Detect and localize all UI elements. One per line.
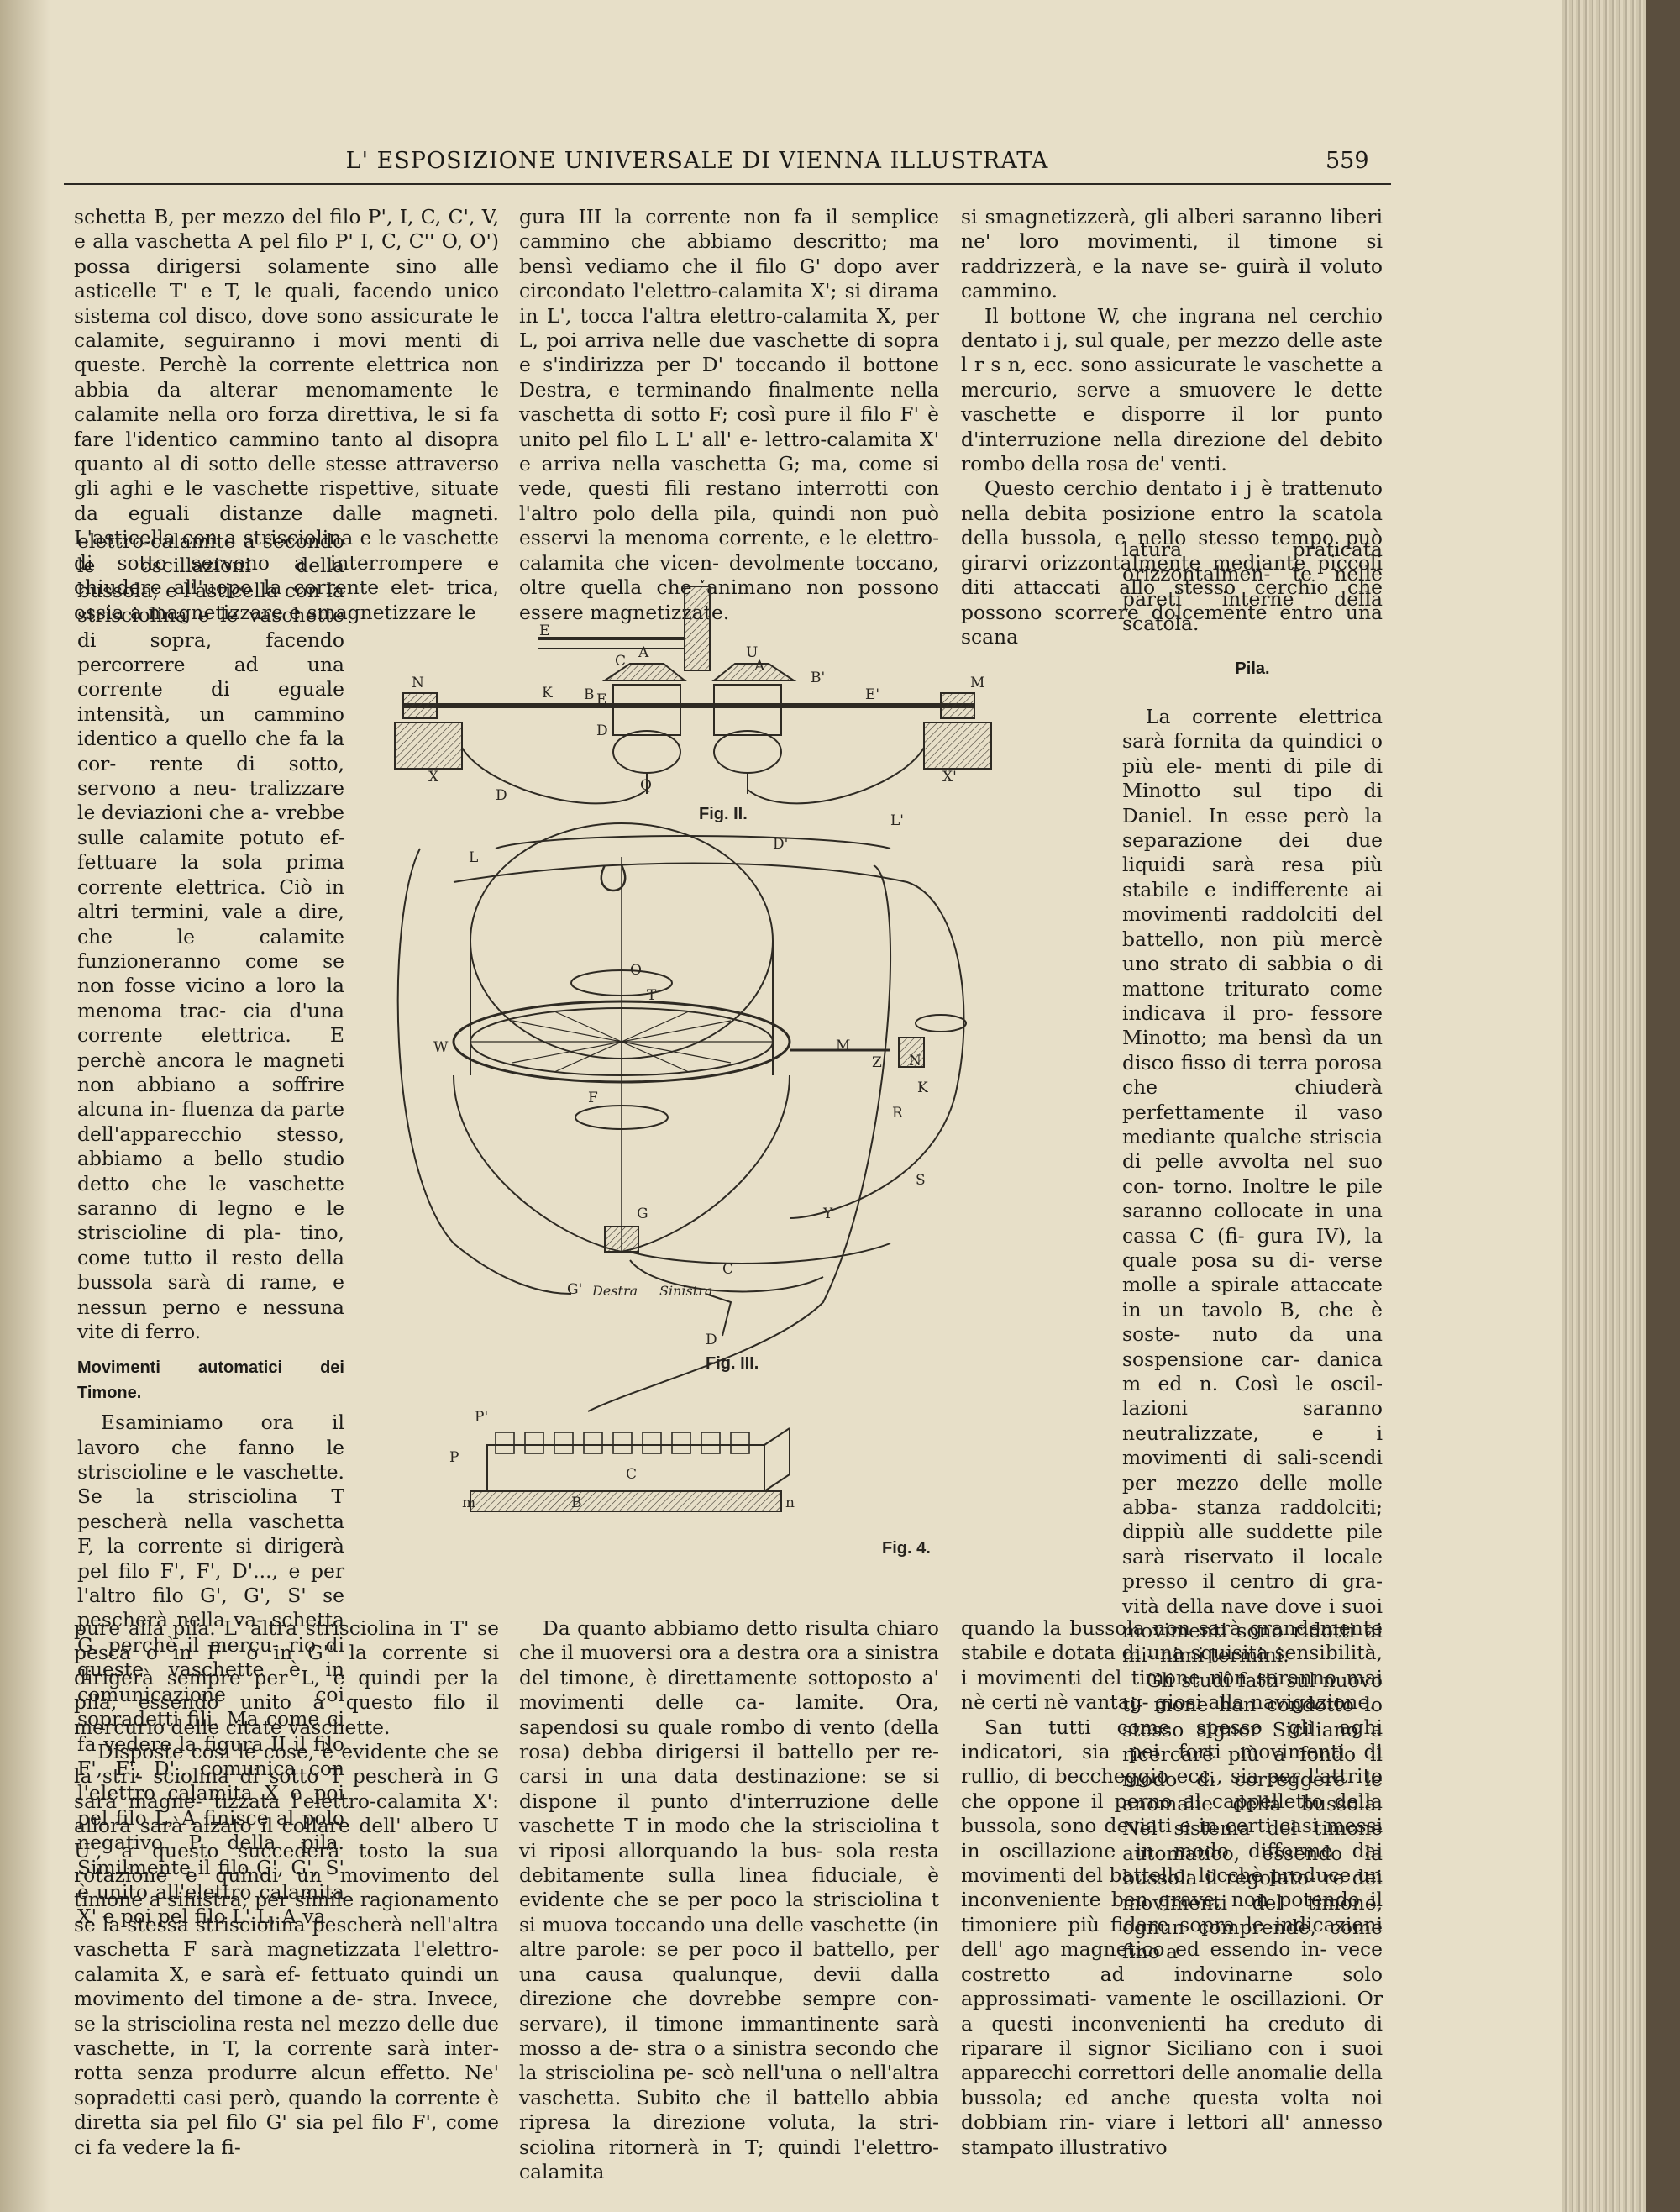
label-destra: Destra [591,1283,638,1299]
paragraph: si smagnetizzerà, gli alberi saranno lib… [961,205,1383,303]
label-letter: F [588,1090,598,1106]
engraving-figures: V E N K B C A E D Q U A B' E' M X X' D D… [353,570,1159,1571]
gutter-shadow [0,0,50,2212]
label-letter: G [637,1206,648,1222]
column-3-narrow: latura praticata orizzontalmen- te nelle… [1122,538,1383,1965]
figure-3-drawing [396,822,967,1337]
label-letter: L [469,849,478,866]
paragraph: gura III la corrente non fa il semplice … [519,205,939,624]
column-1-top: schetta B, per mezzo del filo P', I, C, … [74,205,499,625]
running-head: L' ESPOSIZIONE UNIVERSALE DI VIENNA ILLU… [345,148,1049,174]
label-letter: Z [872,1054,882,1071]
figure-2-drawing [394,586,992,805]
label-letter: B [584,686,595,703]
label-letter: X [428,769,439,785]
label-letter: B [571,1495,582,1511]
label-letter: K [542,685,553,701]
label-letter: Y [822,1206,833,1222]
label-letter: G' [567,1281,582,1298]
column-2-top: gura III la corrente non fa il semplice … [519,205,939,625]
label-letter: m [462,1495,475,1511]
label-letter: M [836,1038,850,1054]
label-letter: N [909,1053,921,1069]
paragraph: schetta B, per mezzo del filo P', I, C, … [74,205,499,624]
label-letter: C [615,653,626,670]
label-letter: O [630,962,642,979]
engraving-svg: V E N K B C A E D Q U A B' E' M X X' D D… [394,570,992,1512]
label-letter: D' [773,836,788,853]
header-rule [64,183,1391,185]
label-letter: P [449,1449,459,1466]
label-letter: D [596,722,608,739]
label-letter: R [892,1105,904,1122]
label-letter: A [638,644,649,661]
label-letter: N [412,675,424,691]
newspaper-page: L' ESPOSIZIONE UNIVERSALE DI VIENNA ILLU… [0,0,1562,2212]
label-letter: A [753,658,765,675]
paragraph: quando la bussola non sarà grandemente s… [961,1616,1383,1715]
paragraph: Questo cerchio dentato i j è trattenuto … [961,476,1383,649]
label-letter: C [722,1261,733,1278]
label-letter: E' [865,686,879,703]
figure-4-drawing [470,864,891,1512]
label-letter: W [433,1039,449,1056]
figure-4-caption: Fig. 4. [882,1539,931,1558]
book-cover-edge [1646,0,1680,2212]
column-1-narrow: elettro-calamite a secondo le oscillazio… [77,529,344,1930]
paragraph: elettro-calamite a secondo le oscillazio… [77,529,344,1343]
label-letter: V [696,580,708,587]
paragraph: Gli studî fatti sul nuovo ti- mone han c… [1122,1668,1383,1964]
figure-2-caption: Fig. II. [699,805,748,823]
label-letter: M [970,675,984,691]
paragraph: pure alla pila. L' altra strisciolina in… [74,1616,499,1739]
figure-3-caption: Fig. III. [706,1354,759,1373]
label-letter: E [596,691,606,708]
label-letter: B' [811,670,825,686]
label-letter: D [496,787,507,804]
label-letter: S [916,1172,926,1189]
label-letter: Q [640,777,652,794]
column-1-bottom: pure alla pila. L' altra strisciolina in… [74,1616,499,2160]
column-3-bottom: quando la bussola non sarà grandemente s… [961,1616,1383,2160]
page-number: 559 [1326,148,1369,174]
label-letter: D [706,1332,717,1348]
paragraph: Da quanto abbiamo detto risulta chiaro c… [519,1616,939,2183]
column-3-top: si smagnetizzerà, gli alberi saranno lib… [961,205,1383,649]
label-letter: T [647,987,657,1004]
label-letter: n [785,1495,795,1511]
label-letter: L' [890,812,904,829]
section-heading: Movimenti automatici dei Timone. [77,1358,344,1402]
column-2-bottom: Da quanto abbiamo detto risulta chiaro c… [519,1616,939,2184]
label-letter: U [746,644,758,661]
paragraph: San tutti come spesso gli aghi indicator… [961,1715,1383,2159]
section-heading: Pila. [1235,659,1270,678]
label-letter: E [539,623,549,639]
label-letter: X' [942,769,957,785]
paragraph: Esaminiamo ora il lavoro che fanno le st… [77,1411,344,1929]
paragraph: latura praticata orizzontalmen- te nelle… [1122,538,1383,636]
label-letter: C [626,1466,637,1483]
paragraph: La corrente elettrica sarà fornita da qu… [1122,705,1383,1668]
label-sinistra: Sinistra [659,1283,712,1299]
label-letter: P' [475,1409,488,1426]
paragraph: Il bottone W, che ingrana nel cerchio de… [961,303,1383,476]
figure-letter-labels: V E N K B C A E D Q U A B' E' M X X' D D… [412,570,984,1511]
label-letter: K [917,1080,928,1096]
paragraph: Disposte così le cose, è evidente che se… [74,1740,499,2159]
